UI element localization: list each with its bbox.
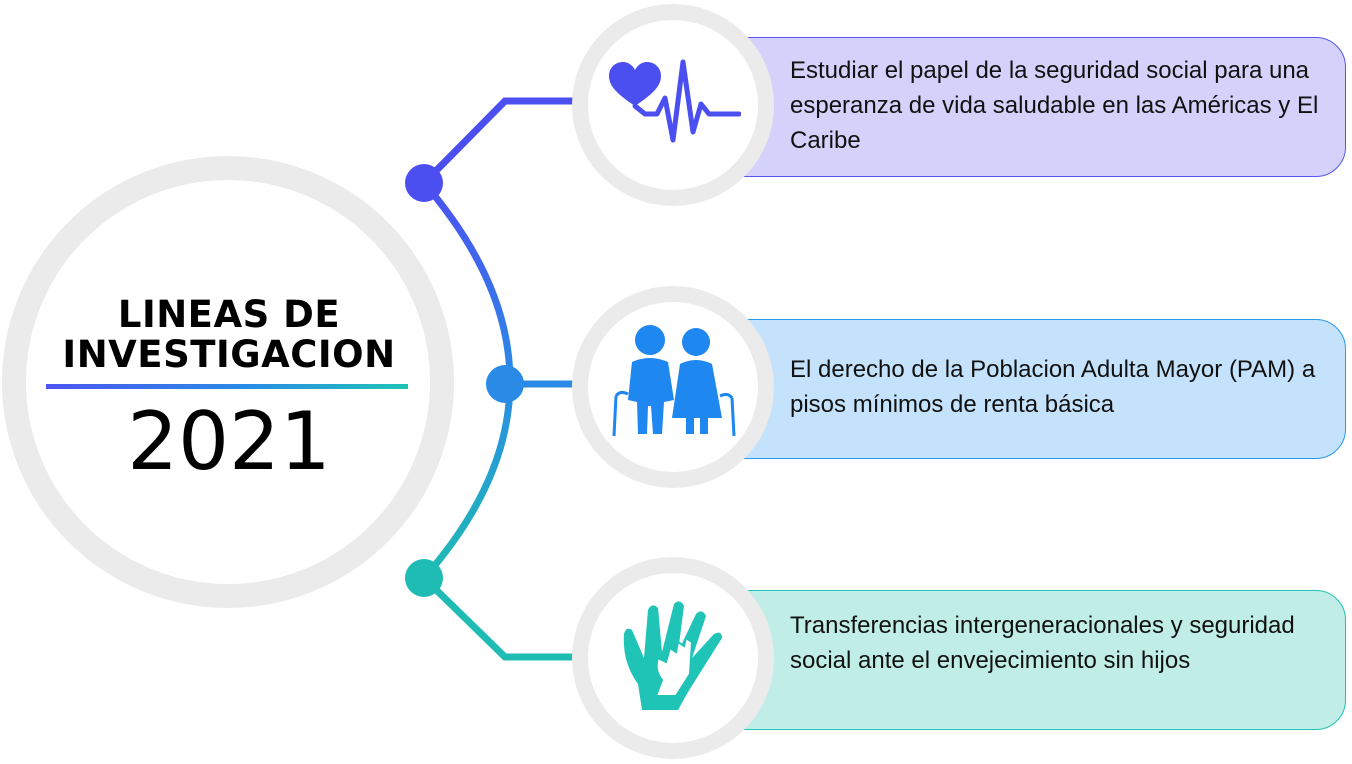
title-line-2: INVESTIGACION [62,333,396,376]
connector-branch-3 [421,575,578,661]
research-line-card-3 [700,590,1346,730]
connector-node-3 [405,559,443,597]
connector-node-1 [405,164,443,202]
research-line-text-1: Estudiar el papel de la seguridad social… [790,57,1319,154]
research-line-card-1 [700,37,1346,177]
research-line-text-2: El derecho de la Poblacion Adulta Mayor … [790,356,1316,418]
title-underline [46,384,408,389]
research-line-text-3: Transferencias intergeneracionales y seg… [790,612,1295,674]
connector-node-2 [486,365,524,403]
research-line-card-2 [700,319,1346,459]
helping-hands-icon [623,601,722,710]
heart-pulse-icon [609,59,741,143]
elderly-couple-icon [612,325,736,437]
title-line-1: LINEAS DE [117,293,341,336]
connector-branch-1 [421,97,578,186]
title-circle [2,156,454,608]
title-year: 2021 [127,395,331,488]
